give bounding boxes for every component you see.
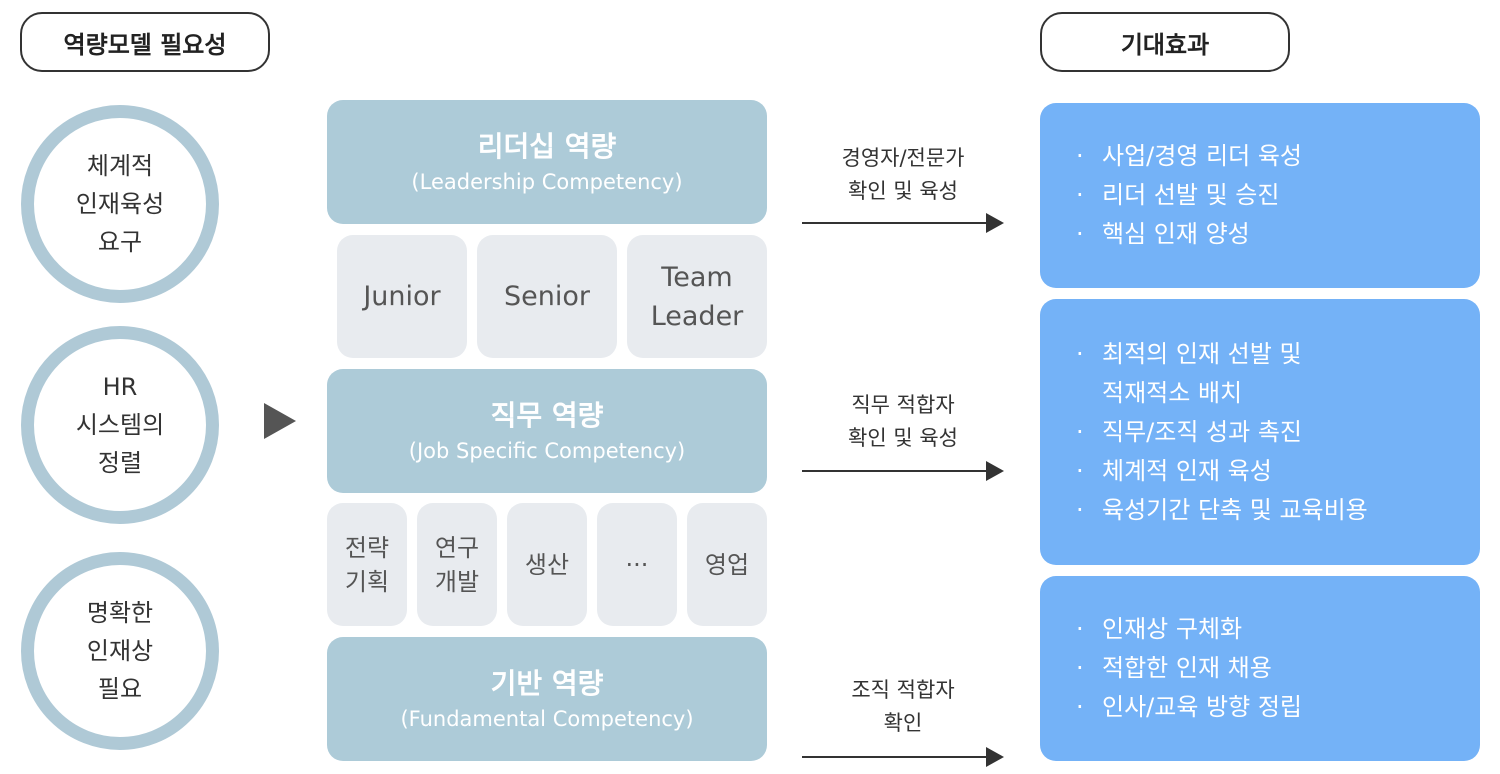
level-junior: Junior [337,235,467,358]
effect-text: 직무/조직 성과 촉진 [1102,417,1302,446]
bullet-icon: · [1076,417,1084,446]
level-team-leader: Team Leader [627,235,767,358]
bullet-icon: · [1076,181,1084,209]
circle-talent-definition: 명확한 인재상 필요 [21,552,219,750]
bullet-icon: · [1076,495,1084,524]
header-expected-effects: 기대효과 [1040,12,1290,72]
arrow-right-icon [986,213,1004,233]
function-strategy-planning: 전략 기획 [327,503,407,626]
effect-box-job: · 최적의 인재 선발 및 적재적소 배치 · 직무/조직 성과 촉진 · 체계적 인… [1040,299,1480,565]
arrow-label-line: 직무 적합자 [851,393,955,417]
arrow-line [802,756,988,758]
function-rnd: 연구 개발 [417,503,497,626]
header-expected-effects-label: 기대효과 [1120,30,1210,59]
leadership-competency-bar: 리더십 역량 (Leadership Competency) [327,100,767,224]
circle-line: 요구 [97,228,143,256]
right-triangle-icon [264,403,296,439]
bullet-icon: · [1076,654,1084,682]
effect-item: · 인재상 구체화 [1076,610,1480,649]
effect-text: 육성기간 단축 및 교육비용 [1102,495,1368,524]
fundamental-competency-bar: 기반 역량 (Fundamental Competency) [327,637,767,761]
effect-box-leadership: · 사업/경영 리더 육성 · 리더 선발 및 승진 · 핵심 인재 양성 [1040,103,1480,288]
arrow-line [802,470,988,472]
circle-line: 필요 [97,675,143,703]
fundamental-subtitle: (Fundamental Competency) [400,707,694,731]
effect-item: · 핵심 인재 양성 [1076,215,1480,254]
effect-text: 인사/교육 방향 정립 [1102,693,1302,721]
circle-line: 시스템의 [75,411,165,439]
circle-line: 정렬 [97,449,143,477]
effect-text: 핵심 인재 양성 [1102,220,1250,248]
arrow-label-line: 경영자/전문가 [841,146,965,170]
bullet-icon: · [1076,693,1084,721]
function-ellipsis: ··· [597,503,677,626]
circle-hr-alignment: HR 시스템의 정렬 [21,326,219,524]
arrow-label-leadership: 경영자/전문가 확인 및 육성 [803,142,1003,208]
circle-line: 인재상 [86,637,154,665]
arrow-label-line: 확인 및 육성 [848,426,958,450]
arrow-right-icon [986,461,1004,481]
bullet-icon: · [1076,220,1084,248]
header-necessity: 역량모델 필요성 [20,12,270,72]
job-competency-bar: 직무 역량 (Job Specific Competency) [327,369,767,493]
job-subtitle: (Job Specific Competency) [408,439,686,463]
job-title: 직무 역량 [490,399,604,432]
circle-development-need: 체계적 인재육성 요구 [21,105,219,303]
circle-line: HR [102,373,138,401]
effect-text: 체계적 인재 육성 [1102,456,1272,485]
circle-line: 인재육성 [75,190,165,218]
arrow-label-line: 조직 적합자 [851,678,955,702]
arrow-label-job: 직무 적합자 확인 및 육성 [803,389,1003,455]
arrow-label-line: 확인 [883,711,923,735]
effect-text: 적재적소 배치 [1102,378,1243,407]
circle-line: 명확한 [86,599,154,627]
effect-item: · 직무/조직 성과 촉진 [1076,413,1480,452]
effect-item: · 체계적 인재 육성 [1076,452,1480,491]
bullet-icon: · [1076,615,1084,643]
effect-text: 사업/경영 리더 육성 [1102,142,1302,170]
arrow-label-line: 확인 및 육성 [848,179,958,203]
bullet-icon: · [1076,339,1084,368]
arrow-right-icon [986,747,1004,767]
bullet-icon: · [1076,142,1084,170]
header-necessity-label: 역량모델 필요성 [63,30,227,59]
function-sales: 영업 [687,503,767,626]
effect-text: 최적의 인재 선발 및 [1102,339,1302,368]
effect-item: · 리더 선발 및 승진 [1076,176,1480,215]
effect-text: 리더 선발 및 승진 [1102,181,1280,209]
effect-box-fundamental: · 인재상 구체화 · 적합한 인재 채용 · 인사/교육 방향 정립 [1040,576,1480,761]
effect-item: · 사업/경영 리더 육성 [1076,137,1480,176]
leadership-title: 리더십 역량 [477,130,617,163]
effect-item: · 인사/교육 방향 정립 [1076,688,1480,727]
effect-text: 인재상 구체화 [1102,615,1243,643]
effect-text: 적합한 인재 채용 [1102,654,1272,682]
arrow-label-fundamental: 조직 적합자 확인 [803,674,1003,740]
bullet-icon: · [1076,456,1084,485]
circle-line: 체계적 [86,152,154,180]
effect-item-continuation: 적재적소 배치 [1076,374,1480,413]
effect-item: · 육성기간 단축 및 교육비용 [1076,491,1480,530]
effect-item: · 적합한 인재 채용 [1076,649,1480,688]
level-senior: Senior [477,235,617,358]
fundamental-title: 기반 역량 [490,667,604,700]
leadership-subtitle: (Leadership Competency) [411,170,683,194]
arrow-line [802,222,988,224]
function-production: 생산 [507,503,587,626]
effect-item: · 최적의 인재 선발 및 [1076,335,1480,374]
